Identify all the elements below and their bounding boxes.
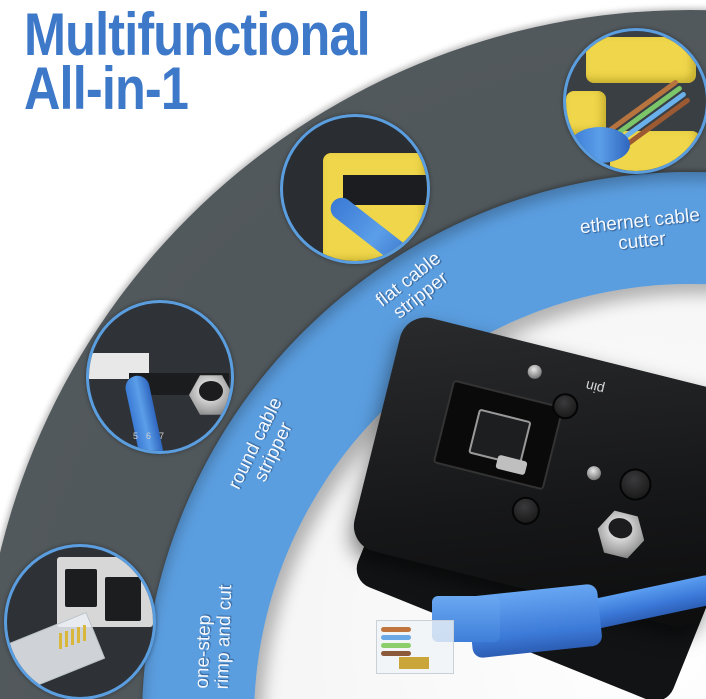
gold-contacts [399, 657, 429, 669]
die-blade [495, 454, 528, 476]
label-one-step-crimp-and-cut: one-step rimp and cut [191, 584, 237, 690]
plug-pin [77, 627, 80, 643]
hex-nut-icon [592, 505, 650, 563]
die-slot-6p [65, 569, 97, 607]
wire-blue [381, 635, 411, 640]
stripper-slot [343, 175, 427, 205]
bubble-crimp-and-cut [4, 544, 156, 699]
bubble-flat-cable-stripper [280, 114, 430, 264]
rj45-connector [376, 620, 454, 674]
plug-pin [83, 625, 86, 641]
stripper-scale: 567 [133, 431, 173, 441]
headline-line-1: Multifunctional [24, 1, 371, 68]
knob-icon [616, 465, 655, 504]
crimp-die-window [432, 379, 565, 491]
plug-pin [65, 631, 68, 647]
rj45-plug [7, 611, 106, 693]
headline: Multifunctional All-in-1 [24, 1, 371, 122]
die-slot-8p [105, 577, 141, 621]
bubble-ethernet-cable-cutter [563, 28, 706, 174]
yellow-die-top [586, 37, 696, 83]
rivet-icon [526, 363, 544, 381]
pin-marking: pin [583, 377, 606, 398]
wire-orange [381, 627, 411, 632]
cable-jacket [570, 127, 630, 163]
knob-icon [508, 493, 543, 528]
bubble-round-cable-stripper: 567 [86, 300, 234, 454]
wire-brown [381, 651, 411, 656]
plug-pin [59, 633, 62, 649]
plug-pin [71, 629, 74, 645]
headline-line-2: All-in-1 [24, 55, 189, 122]
wire-green [381, 643, 411, 648]
rivet-icon [585, 464, 603, 482]
